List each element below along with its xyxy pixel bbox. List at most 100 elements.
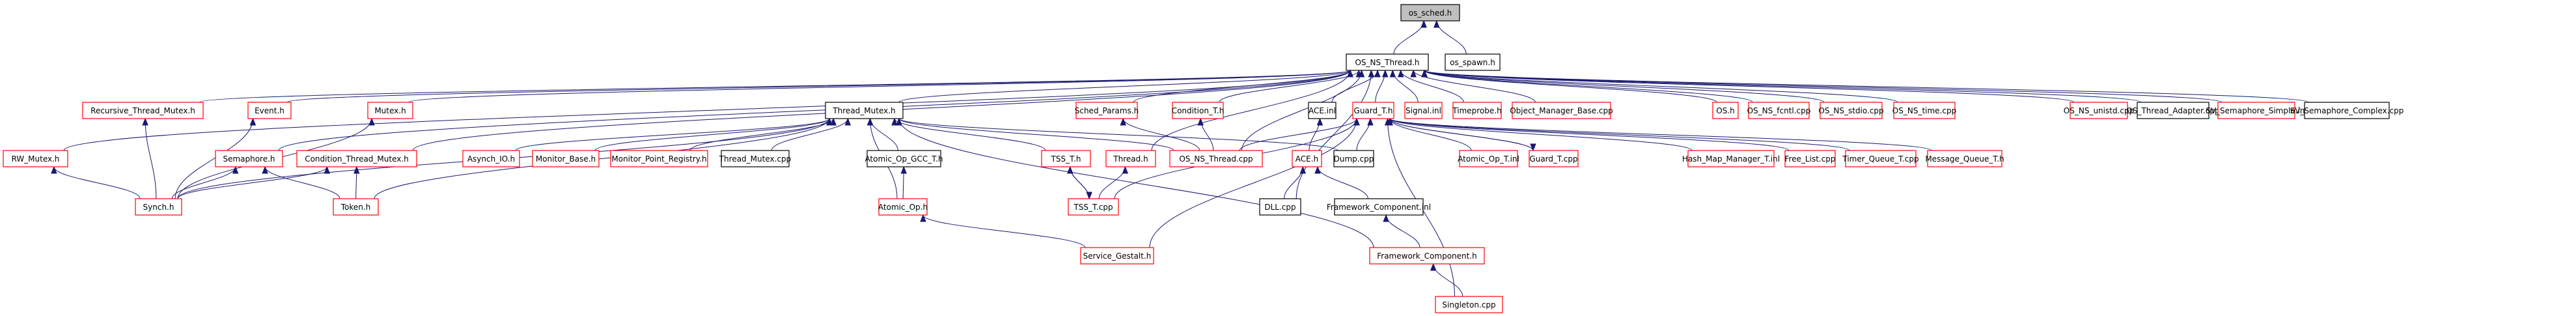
node-box bbox=[1075, 102, 1138, 119]
arrowhead-icon bbox=[920, 214, 926, 222]
node-label: OS_NS_stdio.cpp bbox=[1818, 106, 1883, 115]
node-atomic-op-h[interactable]: Atomic_Op.h bbox=[878, 198, 928, 216]
edge-timeprobe-h-to-os-ns-thread-h bbox=[1397, 69, 1464, 103]
node-semaphore-h[interactable]: Semaphore.h bbox=[215, 150, 283, 167]
node-rw-mutex-h[interactable]: RW_Mutex.h bbox=[3, 150, 68, 167]
node-recursive-thread-mutex-h[interactable]: Recursive_Thread_Mutex.h bbox=[82, 102, 204, 119]
node-condition-thread-mutex-h[interactable]: Condition_Thread_Mutex.h bbox=[296, 150, 417, 167]
arrowhead-icon bbox=[830, 117, 837, 126]
edge-line bbox=[1433, 263, 1463, 297]
node-dump-cpp[interactable]: Dump.cpp bbox=[1333, 150, 1374, 167]
node-os-ns-thread-h[interactable]: OS_NS_Thread.h bbox=[1346, 53, 1429, 71]
edge-os-ns-stdio-cpp-to-os-ns-thread-h bbox=[1421, 69, 1825, 103]
node-ace-inl[interactable]: ACE.inl bbox=[1308, 102, 1336, 119]
node-box bbox=[1400, 4, 1460, 22]
node-label: OS_Thread_Adapter.cpp bbox=[2126, 106, 2219, 115]
node-box bbox=[825, 102, 904, 119]
node-label: Dump.cpp bbox=[1334, 154, 1374, 164]
node-framework-component-h[interactable]: Framework_Component.h bbox=[1369, 247, 1485, 265]
node-guard-t-h[interactable]: Guard_T.h bbox=[1352, 102, 1394, 119]
arrowhead-icon bbox=[1433, 20, 1440, 28]
edge-line bbox=[1385, 214, 1420, 248]
node-label: DLL.cpp bbox=[1264, 203, 1295, 212]
node-object-manager-base-cpp[interactable]: Object_Manager_Base.cpp bbox=[1510, 102, 1613, 119]
arrowhead-icon bbox=[1314, 165, 1321, 174]
node-timeprobe-h[interactable]: Timeprobe.h bbox=[1452, 102, 1502, 119]
node-label: Atomic_Op_T.inl bbox=[1458, 154, 1519, 164]
node-timer-queue-t-cpp[interactable]: Timer_Queue_T.cpp bbox=[1842, 150, 1919, 167]
edge-line bbox=[515, 118, 830, 151]
node-hash-map-manager-t-inl[interactable]: Hash_Map_Manager_T.inl bbox=[1682, 150, 1780, 167]
node-tss-t-h[interactable]: TSS_T.h bbox=[1041, 150, 1091, 167]
node-label: Event.h bbox=[255, 106, 284, 115]
node-sched-params-h[interactable]: Sched_Params.h bbox=[1075, 102, 1139, 119]
edge-line bbox=[1317, 166, 1368, 199]
arrowhead-icon bbox=[1353, 117, 1360, 126]
node-thread-mutex-h[interactable]: Thread_Mutex.h bbox=[825, 102, 904, 119]
node-mutex-h[interactable]: Mutex.h bbox=[367, 102, 413, 119]
arrowhead-icon bbox=[1421, 69, 1428, 78]
arrowhead-icon bbox=[1430, 263, 1437, 271]
node-box bbox=[1346, 53, 1429, 71]
edge-line bbox=[594, 118, 830, 151]
node-atomic-op-gcc-t-h[interactable]: Atomic_Op_GCC_T.h bbox=[865, 150, 943, 167]
node-box bbox=[135, 198, 182, 216]
node-framework-component-inl[interactable]: Framework_Component.inl bbox=[1327, 198, 1431, 216]
edge-message-queue-t-h-to-guard-t-h bbox=[1387, 117, 1932, 151]
node-label: Timer_Queue_T.cpp bbox=[1842, 154, 1918, 164]
node-synch-h[interactable]: Synch.h bbox=[135, 198, 182, 216]
node-sv-semaphore-complex-cpp[interactable]: SV_Semaphore_Complex.cpp bbox=[2290, 102, 2404, 119]
node-label: Asynch_IO.h bbox=[467, 154, 515, 164]
node-box bbox=[878, 198, 928, 216]
node-os-thread-adapter-cpp[interactable]: OS_Thread_Adapter.cpp bbox=[2126, 102, 2220, 119]
edge-token-h-to-condition-thread-mutex-h bbox=[353, 165, 360, 199]
edge-line bbox=[264, 166, 340, 199]
node-label: TSS_T.h bbox=[1051, 154, 1081, 164]
node-box bbox=[462, 150, 520, 167]
arrowhead-icon bbox=[1358, 69, 1365, 78]
node-singleton-cpp[interactable]: Singleton.cpp bbox=[1435, 296, 1503, 313]
node-os-ns-fcntl-cpp[interactable]: OS_NS_fcntl.cpp bbox=[1747, 102, 1811, 119]
edge-line bbox=[145, 118, 157, 199]
node-asynch-io-h[interactable]: Asynch_IO.h bbox=[462, 150, 520, 167]
node-event-h[interactable]: Event.h bbox=[247, 102, 292, 119]
node-condition-t-h[interactable]: Condition_T.h bbox=[1172, 102, 1225, 119]
node-dll-cpp[interactable]: DLL.cpp bbox=[1259, 198, 1301, 216]
node-tss-t-cpp[interactable]: TSS_T.cpp bbox=[1068, 198, 1119, 216]
node-signal-inl[interactable]: Signal.inl bbox=[1404, 102, 1443, 119]
node-label: Guard_T.cpp bbox=[1529, 154, 1577, 164]
node-box bbox=[3, 150, 68, 167]
node-label: OS_NS_time.cpp bbox=[1892, 106, 1956, 115]
node-label: Guard_T.h bbox=[1354, 106, 1393, 115]
node-os-ns-stdio-cpp[interactable]: OS_NS_stdio.cpp bbox=[1818, 102, 1884, 119]
node-sv-semaphore-simple-inl[interactable]: SV_Semaphore_Simple.inl bbox=[2206, 102, 2307, 119]
node-os-h[interactable]: OS.h bbox=[1712, 102, 1739, 119]
edge-os-ns-thread-cpp-to-thread-mutex-h bbox=[896, 117, 1174, 151]
node-free-list-cpp[interactable]: Free_List.cpp bbox=[1784, 150, 1836, 167]
node-os-ns-thread-cpp[interactable]: OS_NS_Thread.cpp bbox=[1169, 150, 1263, 167]
node-ace-h[interactable]: ACE.h bbox=[1292, 150, 1322, 167]
edge-os-ns-thread-cpp-to-os-ns-thread-h bbox=[1241, 69, 1365, 151]
arrowhead-icon bbox=[1382, 69, 1389, 78]
node-os-ns-time-cpp[interactable]: OS_NS_time.cpp bbox=[1892, 102, 1956, 119]
node-guard-t-cpp[interactable]: Guard_T.cpp bbox=[1529, 150, 1579, 167]
node-atomic-op-t-inl[interactable]: Atomic_Op_T.inl bbox=[1458, 150, 1519, 167]
node-thread-mutex-cpp[interactable]: Thread_Mutex.cpp bbox=[719, 150, 792, 167]
edge-os-ns-thread-cpp-to-guard-t-h bbox=[1239, 117, 1360, 151]
node-os-sched-h[interactable]: os_sched.h bbox=[1400, 4, 1460, 22]
node-monitor-point-registry-h[interactable]: Monitor_Point_Registry.h bbox=[610, 150, 708, 167]
edge-monitor-point-registry-h-to-thread-mutex-h bbox=[689, 117, 837, 151]
node-token-h[interactable]: Token.h bbox=[333, 198, 379, 216]
edge-line bbox=[1219, 70, 1359, 103]
edge-line bbox=[1389, 118, 1790, 151]
node-thread-h[interactable]: Thread.h bbox=[1105, 150, 1156, 167]
node-monitor-base-h[interactable]: Monitor_Base.h bbox=[532, 150, 600, 167]
node-message-queue-t-h[interactable]: Message_Queue_T.h bbox=[1925, 150, 2004, 167]
edge-line bbox=[174, 118, 253, 199]
node-os-spawn-h[interactable]: os_spawn.h bbox=[1445, 53, 1501, 71]
edge-line bbox=[53, 166, 141, 199]
edge-mutex-h-to-os-ns-thread-h bbox=[408, 69, 1353, 103]
node-service-gestalt-h[interactable]: Service_Gestalt.h bbox=[1080, 247, 1154, 265]
node-os-ns-unistd-cpp[interactable]: OS_NS_unistd.cpp bbox=[2064, 102, 2134, 119]
